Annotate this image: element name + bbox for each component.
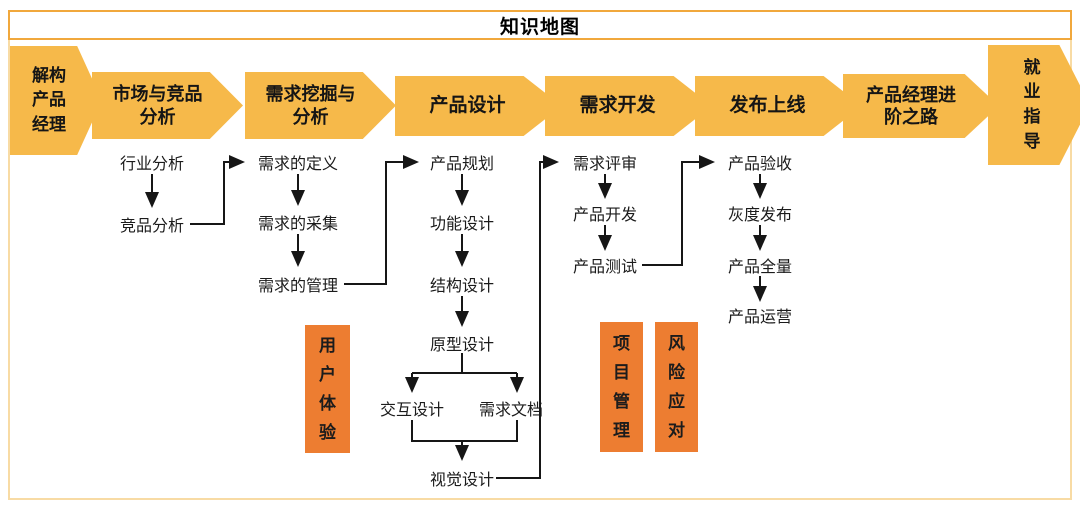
step-label-req-definition: 需求的定义 xyxy=(257,156,339,173)
step-label-prototype-design: 原型设计 xyxy=(429,337,495,354)
step-label-interaction-design: 交互设计 xyxy=(379,402,445,419)
step-label-req-collection: 需求的采集 xyxy=(257,216,339,233)
page-title: 知识地图 xyxy=(499,16,580,38)
step-label-req-management: 需求的管理 xyxy=(257,278,339,295)
step-label-visual-design: 视觉设计 xyxy=(429,472,495,489)
step-label-product-full-release: 产品全量 xyxy=(727,259,793,276)
step-label-product-planning: 产品规划 xyxy=(429,156,495,173)
step-label-product-testing: 产品测试 xyxy=(572,259,638,276)
step-label-function-design: 功能设计 xyxy=(429,216,495,233)
flow-step-career-guidance: 就 业 指 导 xyxy=(988,45,1080,165)
step-label-competitor-analysis: 竞品分析 xyxy=(119,218,185,235)
side-box-user-experience: 用 户 体 验 xyxy=(305,325,350,453)
step-label-product-development: 产品开发 xyxy=(572,207,638,224)
flow-step-market-competitor-analysis: 市场与竞品 分析 xyxy=(92,72,243,139)
step-label-structure-design: 结构设计 xyxy=(429,278,495,295)
flow-step-pm-advancement: 产品经理进 阶之路 xyxy=(843,74,999,138)
step-label-req-document: 需求文档 xyxy=(478,402,544,419)
step-label-req-review: 需求评审 xyxy=(572,156,638,173)
step-label-product-operation: 产品运营 xyxy=(727,309,793,326)
title-bar: 知识地图 xyxy=(8,10,1072,40)
flow-step-release-launch: 发布上线 xyxy=(695,76,862,136)
content-frame xyxy=(8,40,1072,500)
flow-step-demand-mining-analysis: 需求挖掘与 分析 xyxy=(245,72,396,139)
step-label-product-acceptance: 产品验收 xyxy=(727,156,793,173)
side-box-project-management: 项 目 管 理 xyxy=(600,322,643,452)
side-box-risk-response: 风 险 应 对 xyxy=(655,322,698,452)
flow-step-demand-development: 需求开发 xyxy=(545,76,712,136)
step-label-industry-analysis: 行业分析 xyxy=(119,156,185,173)
flow-step-product-design: 产品设计 xyxy=(395,76,562,136)
step-label-gray-release: 灰度发布 xyxy=(727,207,793,224)
